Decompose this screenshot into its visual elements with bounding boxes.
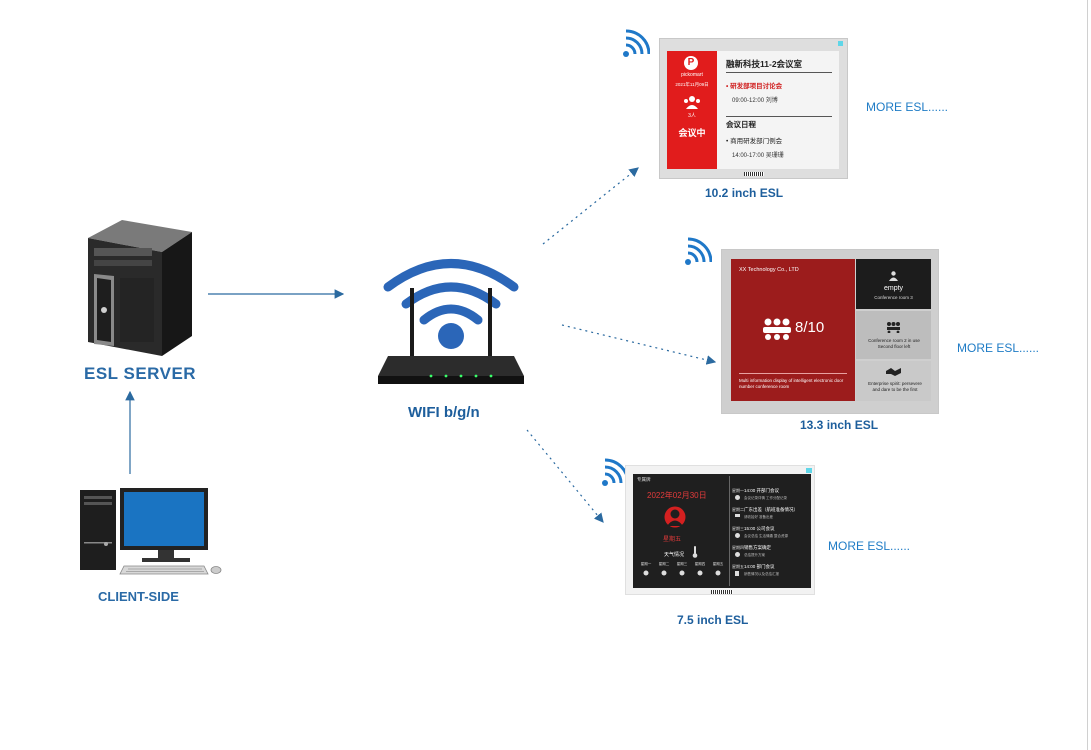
agenda-sub: 总结提升方案 — [744, 553, 765, 557]
agenda-day: 星期二 — [732, 507, 744, 512]
agenda-item: 星期二 广东出差（航班准备情况） 请收拾好 准备出差 — [732, 507, 808, 525]
wifi-router-icon — [378, 259, 524, 384]
agenda-sub: 销售情况以及总结汇报 — [744, 572, 779, 576]
agenda-title: 广东出差（航班准备情况） — [744, 507, 798, 512]
room1-status: empty — [883, 285, 904, 292]
agenda-title: 14:00 开部门会议 — [744, 488, 780, 493]
esl-10-more-label: MORE ESL...... — [866, 100, 949, 114]
next-meeting: • 商用研发部门例会 — [726, 138, 783, 145]
barcode — [744, 172, 764, 176]
weather-week: 星期一 星期二 星期三 星期四 星期五 — [637, 562, 727, 582]
agenda-item: 星期一 14:00 开部门会议 会议记录详情 工作分配记录 — [732, 488, 808, 506]
server-tower-icon — [88, 220, 192, 356]
agenda-item: 星期三 15:00 公司会议 会议总结 生活情趣 整合资源 — [732, 526, 808, 544]
agenda-title: 14:00 部门会议 — [744, 564, 775, 569]
arrow-router-to-esl-10 — [542, 167, 639, 245]
brand-logo: P — [684, 56, 698, 70]
esl-10-display: P pickomart 2021年11月09日 3人 会议中 融新科技11-2会… — [659, 38, 848, 179]
agenda-title: 15:00 公司会议 — [744, 526, 775, 531]
brand-name: pickomart — [681, 72, 703, 78]
room1-name: Conference room 3 — [874, 295, 913, 300]
weather-day: 星期四 — [694, 562, 706, 566]
thermometer-icon — [692, 546, 698, 558]
weather-day: 星期三 — [676, 562, 688, 566]
chat-icon — [735, 533, 740, 538]
handshake-icon — [886, 368, 901, 376]
company-name: XX Technology Co., LTD — [739, 267, 799, 273]
wifi-signal-icon — [623, 29, 650, 57]
next-time: 14:00-17:00 吴珊珊 — [732, 153, 784, 159]
esl-7-weekday: 星期五 — [663, 537, 682, 543]
weather-day: 星期五 — [712, 562, 724, 566]
esl-7-display: 专属牌 2022年02月30日 星期五 天气情况 星期一 星期二 星期三 星期四… — [625, 465, 815, 595]
agenda-day: 星期四 — [732, 545, 744, 550]
status-led — [838, 41, 843, 46]
esl-10-size-label: 10.2 inch ESL — [705, 186, 784, 200]
meeting-status: 会议中 — [678, 128, 706, 138]
person-icon — [889, 271, 898, 281]
room2-text: Conference room 2 in use Second floor le… — [868, 338, 920, 349]
room-title: 融新科技11-2会议室 — [726, 59, 803, 69]
weather-day: 星期二 — [658, 562, 670, 566]
current-meeting: • 研发部项目讨论会 — [726, 83, 783, 90]
weather-icons — [643, 570, 721, 576]
agenda-day: 星期一 — [732, 488, 744, 493]
enterprise-spirit-panel: Enterprise spirit: persevere and dare to… — [856, 361, 931, 401]
arrow-router-to-esl-13 — [561, 324, 717, 365]
meeting-icon — [887, 322, 900, 333]
wifi-signal-icon — [685, 237, 712, 265]
agenda-item: 星期四 销售方案确定 总结提升方案 — [732, 545, 808, 563]
esl-13-size-label: 13.3 inch ESL — [800, 418, 879, 432]
avatar-icon — [664, 506, 686, 528]
esl-7-date: 2022年02月30日 — [647, 491, 707, 500]
room3-text: Enterprise spirit: persevere and dare to… — [868, 381, 922, 392]
agenda-sub: 请收拾好 准备出差 — [744, 515, 773, 519]
esl-13-red-panel: XX Technology Co., LTD 8/10 Multi inform… — [731, 259, 855, 401]
agenda-sub: 会议总结 生活情趣 整合资源 — [744, 534, 788, 538]
room-status-empty: empty Conference room 3 — [856, 259, 931, 309]
agenda-day: 星期三 — [732, 526, 744, 531]
display-caption: Multi information display of intelligent… — [739, 378, 844, 389]
room-status-in-use: Conference room 2 in use Second floor le… — [856, 311, 931, 359]
clock-icon — [735, 495, 740, 500]
schedule-title: 会议日程 — [726, 120, 756, 129]
current-time: 09:00-12:00 刘博 — [732, 98, 778, 104]
people-icon — [684, 96, 700, 109]
weather-title: 天气情况 — [664, 552, 685, 558]
weather-day: 星期一 — [640, 562, 652, 566]
moon-icon — [735, 552, 740, 557]
barcode — [711, 590, 733, 594]
agenda-day: 星期五 — [732, 564, 744, 569]
occupancy-count: 8/10 — [795, 319, 825, 336]
document-icon — [735, 571, 739, 576]
router-label: WIFI b/g/n — [408, 404, 480, 421]
status-led — [806, 468, 812, 473]
agenda-list: 星期一 14:00 开部门会议 会议记录详情 工作分配记录 星期二 广东出差（航… — [732, 488, 808, 586]
client-desktop-icon — [80, 488, 222, 575]
plane-icon — [735, 514, 740, 517]
esl-7-header: 专属牌 — [637, 477, 651, 482]
arrow-router-to-esl-7 — [526, 429, 604, 523]
client-label: CLIENT-SIDE — [98, 589, 179, 604]
esl-10-red-panel: P pickomart 2021年11月09日 3人 会议中 — [667, 51, 717, 169]
esl-7-more-label: MORE ESL...... — [828, 539, 911, 553]
agenda-sub: 会议记录详情 工作分配记录 — [744, 496, 787, 500]
server-label: ESL SERVER — [84, 364, 197, 383]
esl-10-date: 2021年11月09日 — [675, 82, 709, 87]
agenda-title: 销售方案确定 — [744, 545, 771, 550]
esl-7-size-label: 7.5 inch ESL — [677, 613, 749, 627]
page-edge-line — [1087, 0, 1088, 750]
meeting-people-icon — [763, 318, 791, 340]
esl-13-more-label: MORE ESL...... — [957, 341, 1040, 355]
esl-13-display: XX Technology Co., LTD 8/10 Multi inform… — [721, 249, 939, 414]
agenda-item: 星期五 14:00 部门会议 销售情况以及总结汇报 — [732, 564, 808, 582]
people-count: 3人 — [688, 113, 696, 119]
